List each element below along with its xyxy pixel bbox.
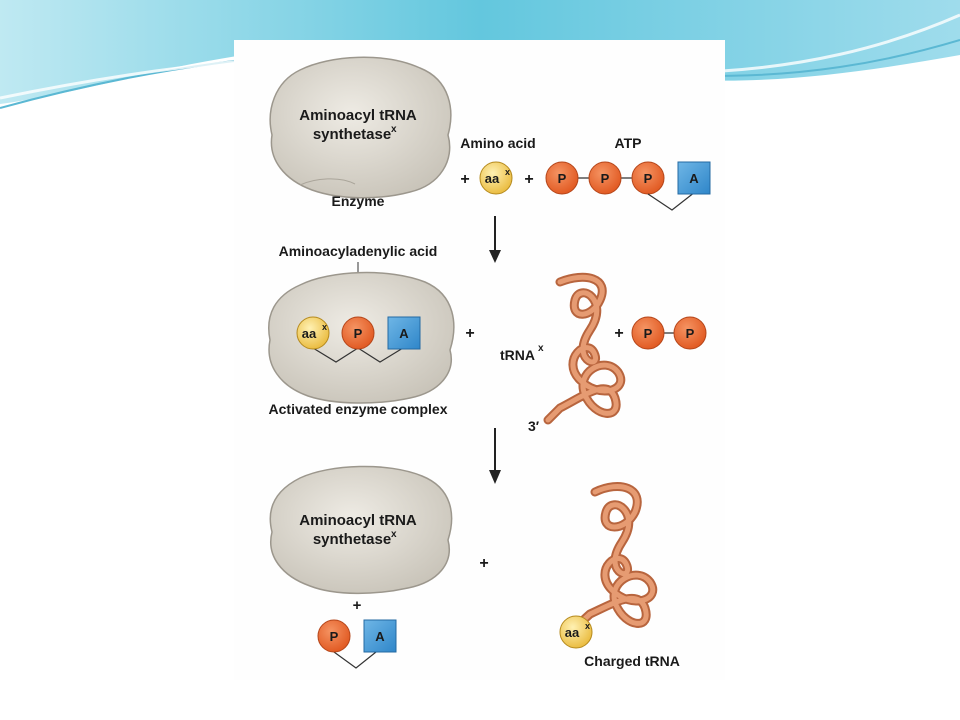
enzyme-top-shape [269,56,452,199]
plus-sign-1: + [460,171,469,188]
trna-name: tRNA [500,347,535,363]
pyrophosphate-p2: P [686,326,695,341]
charged-aa-molecule: aa x [559,615,593,649]
enzyme-bottom-name-line2: synthetase [313,531,391,548]
enzyme-top-superscript: x [391,124,397,135]
plus-sign-5: + [353,597,362,614]
three-prime-label: 3′ [528,418,540,434]
amino-acid-molecule: aa x [479,161,513,195]
atp-phosphate-1: P [558,171,567,186]
enzyme-caption: Enzyme [332,193,385,209]
enzyme-top-fold [299,178,356,186]
aa-label: aa [485,171,500,186]
plus-sign-2: + [524,171,533,188]
activated-complex-caption: Activated enzyme complex [269,401,448,417]
trna-uncharged [543,272,626,425]
enzyme-top-name-line2: synthetase [313,126,391,143]
complex-phosphate: P [354,326,363,341]
atp-phosphate-3: P [644,171,653,186]
amino-acid-caption: Amino acid [460,135,535,151]
complex-aa-label: aa [302,326,317,341]
amp-phosphate: P [330,629,339,644]
amp-adenosine: A [375,629,385,644]
trna-charged [573,482,658,630]
reaction-arrow-2 [489,428,501,484]
plus-sign-6: + [479,555,488,572]
enzyme-bottom-superscript: x [391,529,397,540]
enzyme-bottom-shape [269,465,453,595]
trna-superscript: x [538,343,544,354]
atp-phosphate-2: P [601,171,610,186]
enzyme-bottom-name-line1: Aminoacyl tRNA [299,512,417,529]
pyrophosphate-molecule: P P [631,316,707,350]
atp-adenosine: A [689,171,699,186]
charged-aa-label: aa [565,625,580,640]
reaction-arrow-1 [489,216,501,263]
aminoacyladenylic-caption: Aminoacyladenylic acid [279,243,438,259]
plus-sign-3: + [465,325,474,342]
enzyme-top-name-line1: Aminoacyl tRNA [299,107,417,124]
complex-adenosine: A [399,326,409,341]
amp-molecule: P A [317,619,397,669]
charged-aa-superscript: x [585,621,590,631]
charged-trna-caption: Charged tRNA [584,653,680,669]
atp-molecule: P P P A [545,161,711,211]
aminoacyladenylic-acid-molecule: aa x P A [296,316,421,363]
pyrophosphate-p1: P [644,326,653,341]
atp-caption: ATP [615,135,642,151]
plus-sign-4: + [614,325,623,342]
complex-aa-superscript: x [322,322,327,332]
aa-superscript: x [505,167,510,177]
